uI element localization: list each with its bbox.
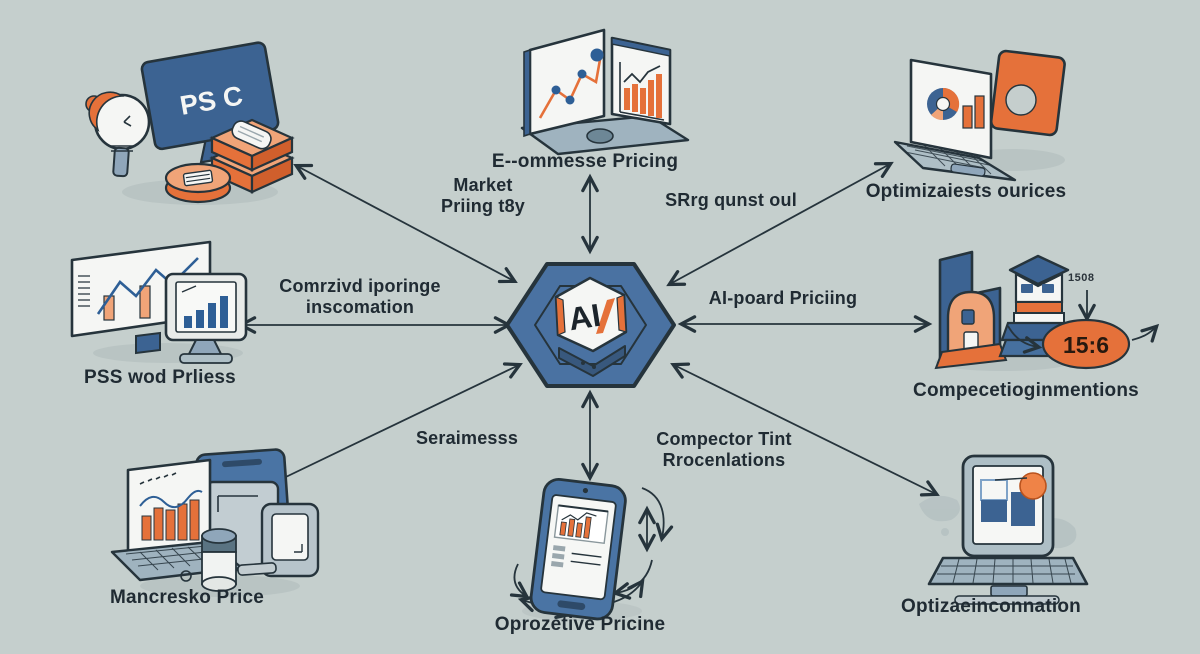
- arrow-southwest: [261, 362, 523, 490]
- coins: [164, 162, 232, 204]
- pss-prices-icon: [70, 240, 248, 364]
- market-research-icon: PS C: [85, 41, 295, 205]
- mancresko-price-icon: [110, 448, 320, 597]
- ecommerce-pricing-label: E--ommesse Pricing: [491, 151, 679, 172]
- ai-badge: AI: [554, 276, 628, 353]
- edge-label-sw: Seraimesss: [415, 428, 519, 448]
- edge-label-e: AI-poard Priciing: [708, 288, 858, 308]
- arrow-northwest: [293, 163, 518, 284]
- timer-badge: 15:6: [1007, 290, 1160, 370]
- edge-label-nw: Market Priing t8y: [440, 175, 526, 217]
- operative-pricing-label: Oprozetive Pricine: [494, 614, 666, 635]
- optimized-sources-label: Optimizaiests ourices: [865, 181, 1067, 202]
- arrow-northeast: [666, 161, 894, 287]
- operative-pricing-icon: [509, 477, 674, 621]
- edge-label-se: Compector Tint Rrocenlations: [656, 429, 792, 471]
- ai-hub-hexagon: AI: [505, 262, 676, 388]
- timer-value: 15:6: [1063, 332, 1109, 358]
- pss-prices-label: PSS wod Prliess: [84, 367, 236, 388]
- optimization-icon: [919, 454, 1089, 605]
- edge-label-w: Comrzivd iporinge inscomation: [279, 276, 441, 318]
- competitor-mentions-label: Compecetioginmentions: [913, 380, 1139, 401]
- timer-ellipse: [1041, 318, 1131, 370]
- orange-boxes: [209, 118, 295, 194]
- arrow-southeast: [670, 362, 940, 497]
- ai-badge-text: AI: [566, 297, 603, 338]
- optimized-sources-icon: [893, 49, 1066, 182]
- edge-label-ne: SRrg qunst oul: [665, 190, 797, 210]
- timer-caption: 1508: [1068, 272, 1095, 284]
- ecommerce-pricing-icon: [520, 28, 690, 156]
- optimization-label: Optizaeinconnation: [901, 596, 1081, 617]
- mancresko-price-label: Mancresko Price: [109, 587, 265, 608]
